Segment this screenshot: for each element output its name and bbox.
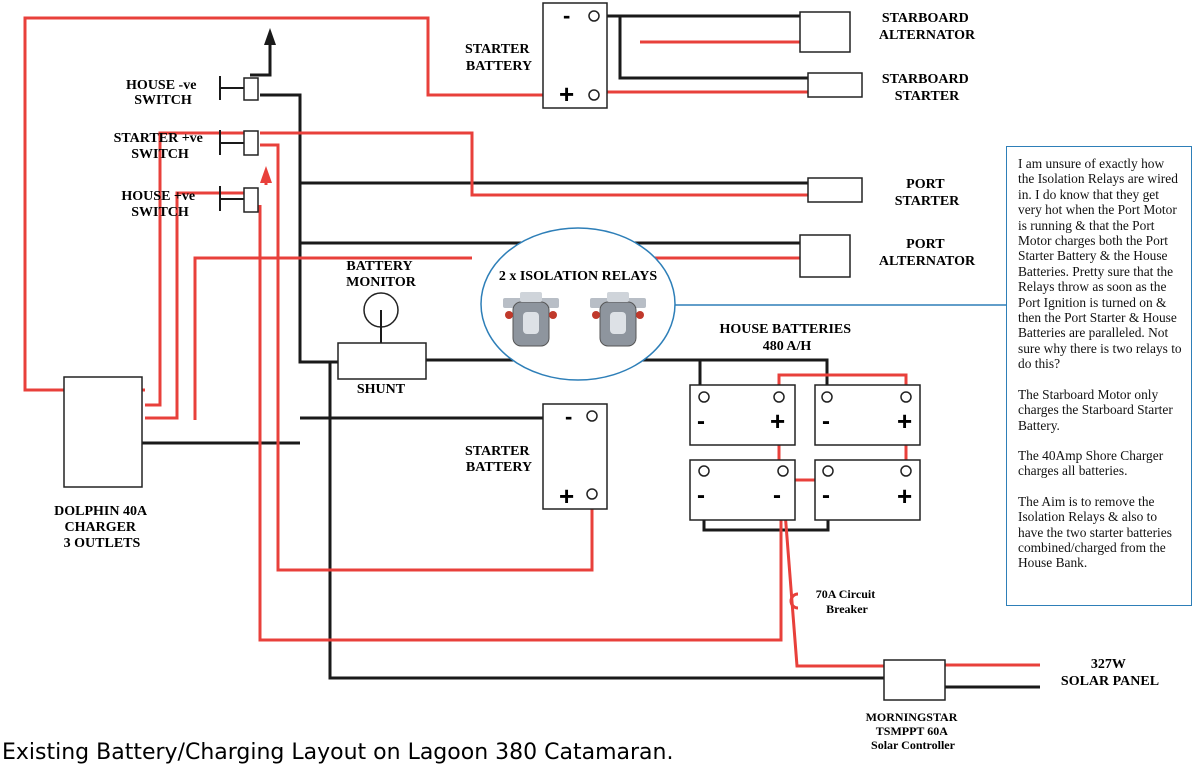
svg-text:+: + [897,406,912,436]
svg-text:-: - [697,482,705,509]
house-battery-2: - + [814,384,921,446]
battery-monitor-label: BATTERY MONITOR [346,259,417,290]
starter-pos-switch [219,130,259,156]
port-alternator-label: PORT ALTERNATOR [879,237,976,269]
house-battery-4: - + [814,459,921,521]
port-alternator-box [799,234,851,278]
arrow-up-red-icon [260,166,272,183]
port-starter-label: PORT STARTER [895,177,960,209]
charger-label: DOLPHIN 40A CHARGER 3 OUTLETS [54,504,150,551]
plus-sign: + [559,79,574,109]
arrow-up-icon [264,28,276,45]
isolation-relays-label: 2 x ISOLATION RELAYS [499,269,658,284]
starboard-starter-box [807,72,863,98]
solar-controller-box [883,659,946,701]
port-starter-box [807,177,863,203]
svg-text:-: - [697,408,705,435]
positive-wires [23,16,1040,668]
starter-battery-top-label: STARTER BATTERY [465,42,533,74]
circuit-breaker-symbol [789,592,799,610]
starter-battery-mid-label: STARTER BATTERY [465,444,533,475]
explanation-note: I am unsure of exactly how the Isolation… [1006,146,1192,606]
note-paragraph: The 40Amp Shore Charger charges all batt… [1018,447,1164,479]
starter-pos-switch-label: STARTER +ve SWITCH [114,131,207,162]
svg-text:-: - [822,482,830,509]
svg-text:+: + [559,481,574,511]
minus-sign: - [563,3,570,28]
isolation-relay-2-icon [590,292,646,347]
starboard-alternator-box [799,11,851,53]
shunt-box [337,342,427,380]
solar-panel-label: 327W SOLAR PANEL [1061,657,1159,689]
svg-text:-: - [822,408,830,435]
starter-battery-top: - + [542,2,608,109]
starter-battery-mid: - + [542,403,608,511]
house-pos-switch [219,186,259,213]
starboard-alternator-label: STARBOARD ALTERNATOR [879,11,976,43]
house-batteries-label: HOUSE BATTERIES 480 A/H [719,322,854,354]
diagram-caption: Existing Battery/Charging Layout on Lago… [2,740,674,765]
shunt-label: SHUNT [357,382,406,397]
charger-box [63,376,143,488]
note-paragraph: The Aim is to remove the Isolation Relay… [1018,493,1172,571]
note-paragraph: I am unsure of exactly how the Isolation… [1018,156,1182,372]
house-battery-3: - - [689,459,796,521]
svg-text:+: + [770,406,785,436]
house-battery-1: - + [689,384,796,446]
circuit-breaker-label: 70A Circuit Breaker [816,587,878,616]
svg-text:-: - [565,404,572,429]
svg-text:-: - [773,482,781,509]
starboard-starter-label: STARBOARD STARTER [882,72,972,104]
solar-controller-label: MORNINGSTAR TSMPPT 60A Solar Controller [866,710,961,752]
house-neg-switch [219,76,259,101]
house-pos-switch-label: HOUSE +ve SWITCH [121,189,198,220]
house-neg-switch-label: HOUSE -ve SWITCH [126,78,200,108]
svg-text:+: + [897,481,912,511]
note-paragraph: The Starboard Motor only charges the Sta… [1018,386,1173,433]
isolation-relay-1-icon [503,292,559,347]
